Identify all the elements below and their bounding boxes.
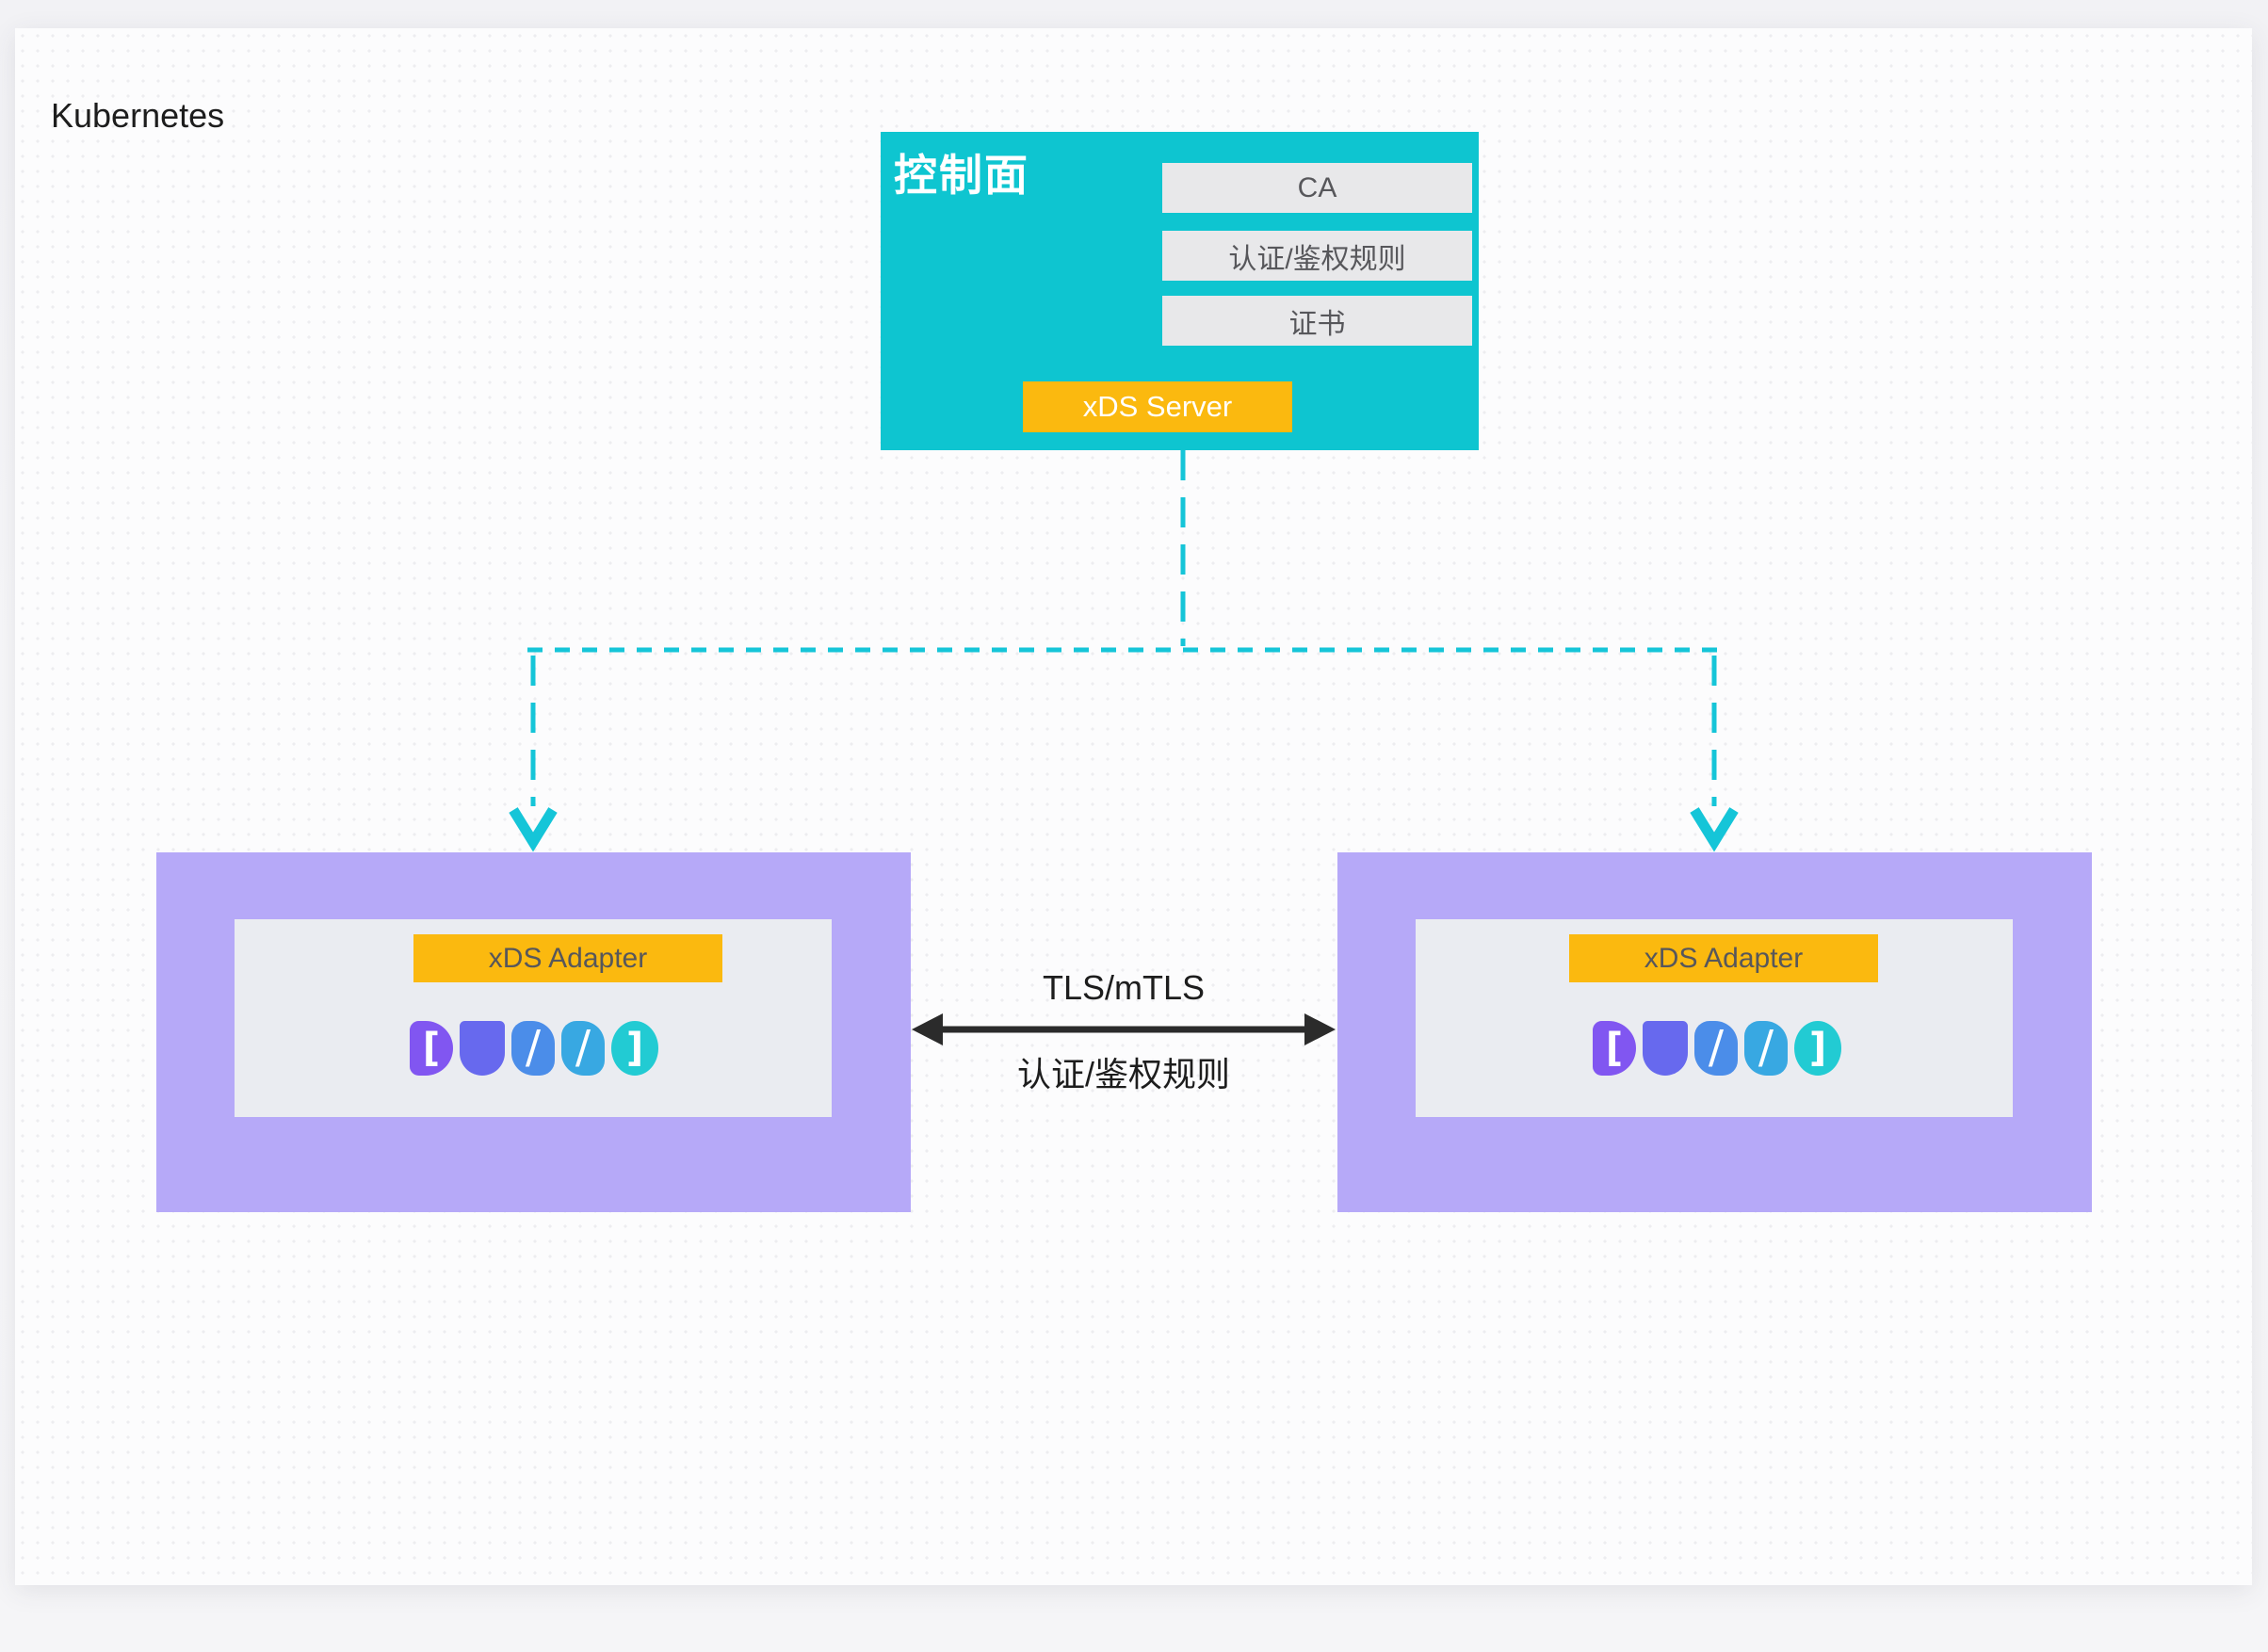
dubbo-logo-glyph-d: [	[1593, 1021, 1636, 1076]
dubbo-logo-glyph-b2: /	[561, 1021, 605, 1076]
dubbo-node-left-inner: xDS Adapter [ / / ]	[235, 919, 832, 1117]
dubbo-logo-glyph-o: ]	[611, 1021, 658, 1076]
dubbo-logo-left: [ / / ]	[410, 1021, 658, 1076]
control-plane-box: 控制面 CA 认证/鉴权规则 证书 xDS Server	[881, 132, 1479, 450]
dubbo-node-right: xDS Adapter [ / / ]	[1337, 852, 2092, 1212]
dubbo-logo-glyph-d: [	[410, 1021, 453, 1076]
kubernetes-label: Kubernetes	[51, 96, 225, 135]
dubbo-logo-glyph-u	[460, 1021, 505, 1076]
control-plane-item-ca: CA	[1162, 163, 1472, 213]
control-plane-item-certificate: 证书	[1162, 296, 1472, 346]
xds-adapter-box-right: xDS Adapter	[1569, 934, 1878, 982]
dubbo-logo-glyph-u	[1643, 1021, 1688, 1076]
dubbo-logo-right: [ / / ]	[1593, 1021, 1841, 1076]
dubbo-node-left: xDS Adapter [ / / ]	[156, 852, 911, 1212]
dubbo-logo-glyph-b1: /	[1694, 1021, 1738, 1076]
link-label-auth-rules: 认证/鉴权规则	[1016, 1055, 1230, 1093]
xds-adapter-box-left: xDS Adapter	[413, 934, 722, 982]
xds-server-box: xDS Server	[1023, 381, 1292, 432]
dubbo-logo-glyph-o: ]	[1794, 1021, 1841, 1076]
dubbo-logo-glyph-b1: /	[511, 1021, 555, 1076]
dubbo-logo-glyph-b2: /	[1744, 1021, 1788, 1076]
control-plane-item-auth-rules: 认证/鉴权规则	[1162, 231, 1472, 281]
dubbo-node-right-inner: xDS Adapter [ / / ]	[1416, 919, 2013, 1117]
control-plane-title: 控制面	[894, 151, 1029, 200]
link-label-tls: TLS/mTLS	[1042, 968, 1206, 1007]
